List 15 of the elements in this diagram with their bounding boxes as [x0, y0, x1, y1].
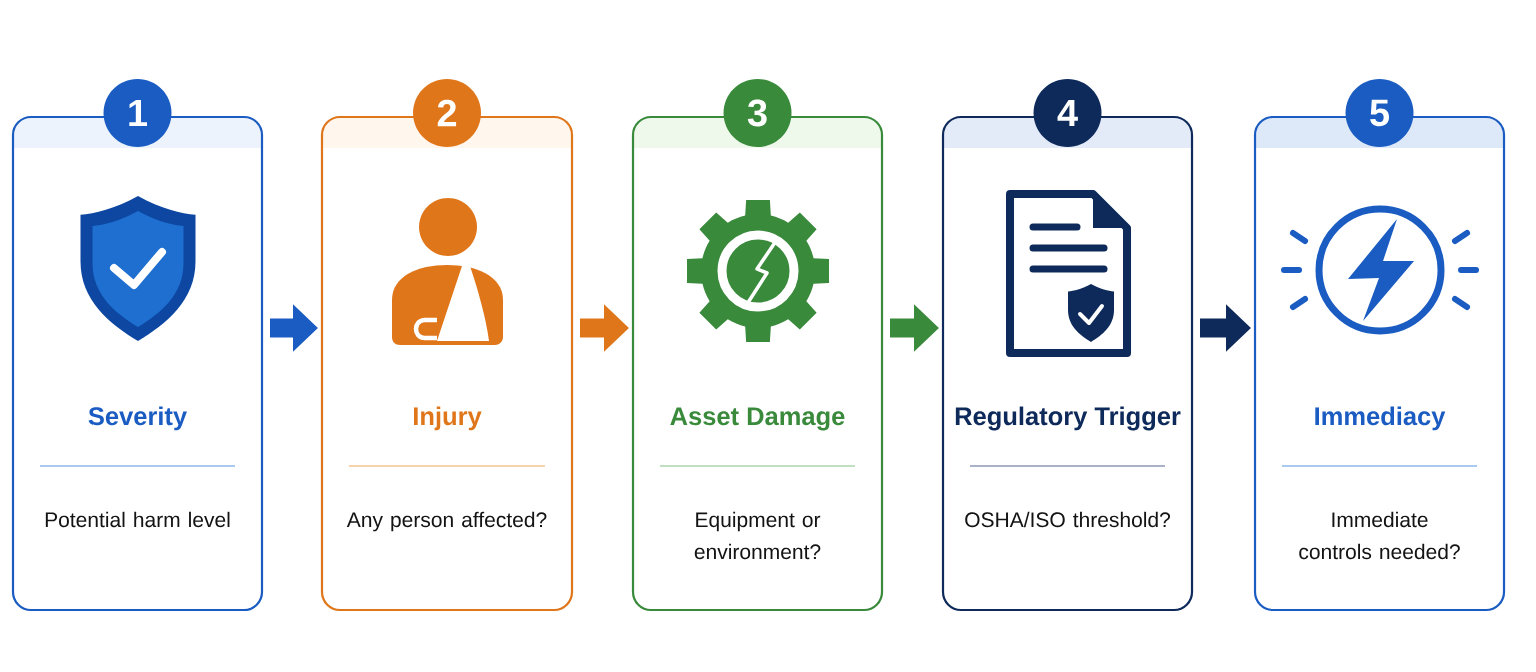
card-description: OSHA/ISO threshold? [965, 511, 1170, 528]
card-description: Any person affected? [346, 511, 547, 532]
card-description: Potential harm level [45, 511, 230, 528]
card-title: Regulatory Trigger [955, 406, 1181, 431]
card-description: Equipment or environment? [694, 511, 821, 560]
number-badge: 1 [103, 79, 172, 147]
card-description: Immediate controls needed? [1299, 511, 1460, 560]
number-badge: 2 [413, 79, 481, 147]
number-badge: 3 [723, 79, 792, 147]
number-badge: 4 [1033, 79, 1102, 147]
card-title: Asset Damage [670, 407, 845, 431]
card-title: Immediacy [1315, 406, 1446, 431]
card-title: Injury [414, 406, 482, 431]
card-title: Severity [88, 406, 187, 431]
number-badge: 5 [1345, 79, 1414, 147]
